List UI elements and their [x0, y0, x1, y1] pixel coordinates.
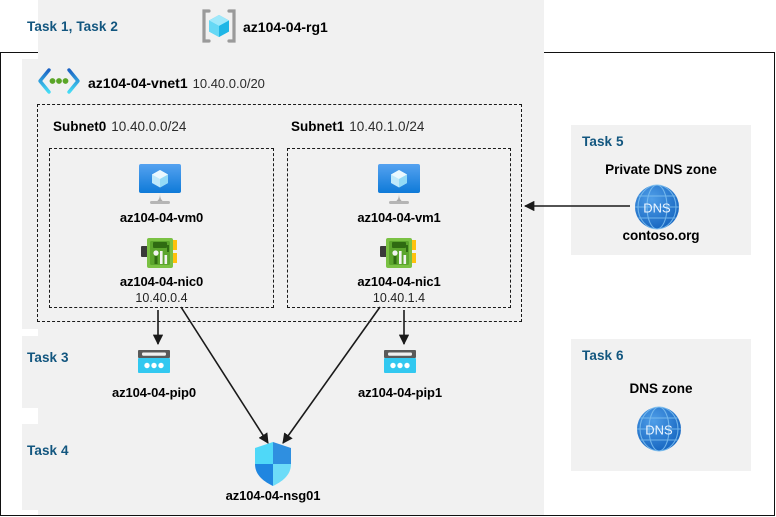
dns-zone-icon: DNS	[632, 182, 682, 232]
public-ip-address-icon	[381, 347, 419, 379]
resource-group-header-band	[38, 0, 544, 52]
dns-icon-text: DNS	[645, 423, 673, 438]
nsg-label: az104-04-nsg01	[225, 488, 321, 503]
subnet0-title: Subnet0 10.40.0.0/24	[53, 119, 186, 134]
virtual-machine-icon	[131, 158, 189, 208]
subnet0-cidr: 10.40.0.0/24	[111, 119, 187, 134]
private-dns-zone-title: Private DNS zone	[605, 162, 717, 177]
public-ip-address-icon	[135, 347, 173, 379]
vnet-header: az104-04-vnet1 10.40.0.0/20	[88, 75, 265, 91]
vnet-name: az104-04-vnet1	[88, 75, 188, 91]
resource-group-icon	[199, 6, 239, 46]
dns-zone-icon: DNS	[634, 404, 684, 454]
subnet1-inner-box	[287, 148, 511, 308]
task1-task2-label: Task 1, Task 2	[27, 19, 118, 34]
virtual-network-icon	[36, 66, 82, 96]
nic0-ip: 10.40.0.4	[135, 291, 188, 305]
subnet0-name: Subnet0	[53, 119, 107, 134]
task3-label: Task 3	[27, 350, 69, 365]
resource-group-name: az104-04-rg1	[243, 19, 328, 35]
task5-label: Task 5	[582, 134, 624, 149]
private-dns-zone-name: contoso.org	[622, 228, 700, 243]
vnet-cidr: 10.40.0.0/20	[192, 76, 265, 91]
virtual-machine-icon	[370, 158, 428, 208]
nic1-label: az104-04-nic1	[357, 274, 441, 289]
subnet1-cidr: 10.40.1.0/24	[349, 119, 425, 134]
subnet1-name: Subnet1	[291, 119, 345, 134]
network-security-group-icon	[251, 440, 295, 488]
subnet0-inner-box	[49, 148, 274, 308]
nic1-ip: 10.40.1.4	[372, 291, 426, 305]
dns-icon-text: DNS	[643, 201, 671, 216]
task3-panel	[22, 336, 530, 408]
nic0-label: az104-04-nic0	[119, 274, 204, 289]
network-interface-icon	[378, 234, 420, 272]
pip1-label: az104-04-pip1	[358, 385, 442, 400]
subnets-container	[37, 104, 522, 322]
subnet1-title: Subnet1 10.40.1.0/24	[291, 119, 424, 134]
pip0-label: az104-04-pip0	[112, 385, 196, 400]
network-interface-icon	[139, 234, 181, 272]
task4-label: Task 4	[27, 443, 69, 458]
dns-zone-title: DNS zone	[629, 381, 693, 396]
task6-label: Task 6	[582, 348, 624, 363]
vm1-label: az104-04-vm1	[357, 210, 441, 225]
vm0-label: az104-04-vm0	[119, 210, 204, 225]
